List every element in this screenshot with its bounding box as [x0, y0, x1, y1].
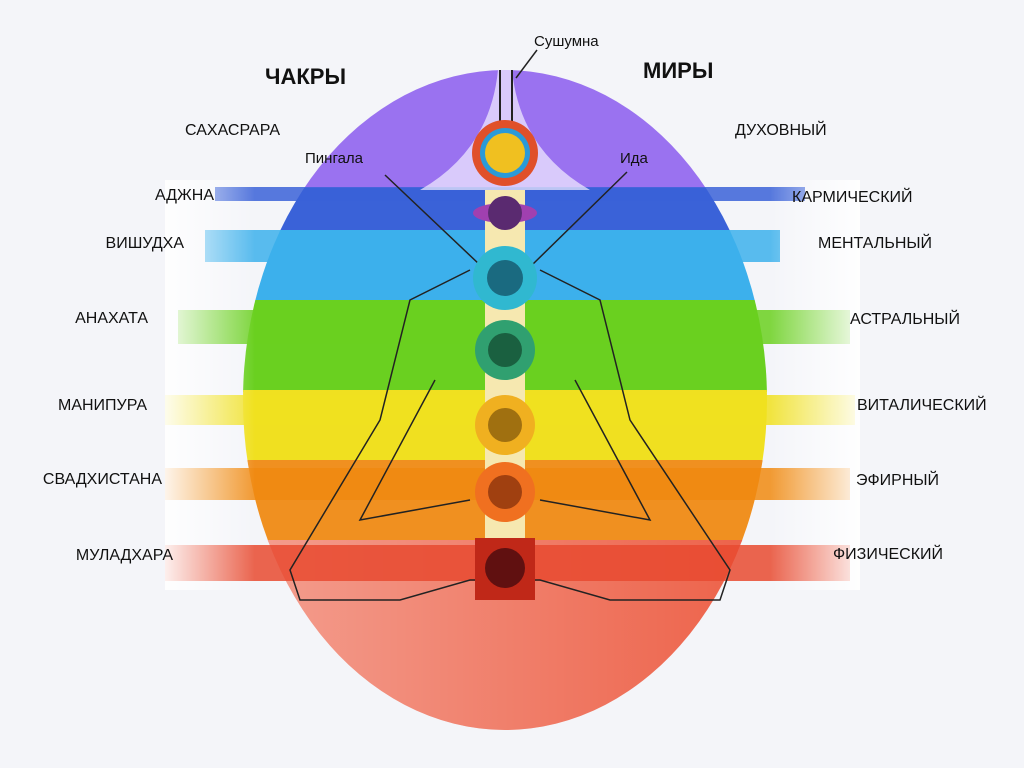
world-label: ДУХОВНЫЙ	[735, 122, 827, 139]
chakra-muladhara-icon	[475, 538, 535, 600]
chakra-svadhisthana-icon	[475, 462, 535, 522]
pingala-label: Пингала	[305, 150, 364, 167]
worlds-header: МИРЫ	[643, 58, 714, 83]
world-label: АСТРАЛЬНЫЙ	[850, 311, 960, 328]
chakras-header: ЧАКРЫ	[265, 64, 346, 89]
chakra-label: СВАДХИСТАНА	[42, 471, 162, 488]
chakra-label: МУЛАДХАРА	[75, 547, 173, 564]
chakra-manipura-icon	[475, 395, 535, 455]
chakra-label: МАНИПУРА	[58, 397, 147, 414]
chakra-label: АДЖНА	[154, 187, 214, 204]
chakra-anahata-icon	[475, 320, 535, 380]
chakra-ajna-icon	[473, 196, 537, 230]
chakra-label: САХАСРАРА	[185, 122, 280, 139]
sushumna-label: Сушумна	[534, 33, 599, 50]
chakra-label: ВИШУДХА	[105, 235, 184, 252]
world-label: ЭФИРНЫЙ	[856, 472, 940, 489]
chakra-sahasrara-icon	[472, 120, 538, 186]
world-label: ФИЗИЧЕСКИЙ	[833, 546, 944, 563]
chakra-vishuddha-icon	[473, 246, 537, 310]
world-label: ВИТАЛИЧЕСКИЙ	[857, 397, 987, 414]
ida-label: Ида	[620, 150, 648, 167]
chakra-label: АНАХАТА	[75, 310, 148, 327]
world-label: КАРМИЧЕСКИЙ	[792, 189, 913, 206]
world-label: МЕНТАЛЬНЫЙ	[818, 235, 933, 252]
